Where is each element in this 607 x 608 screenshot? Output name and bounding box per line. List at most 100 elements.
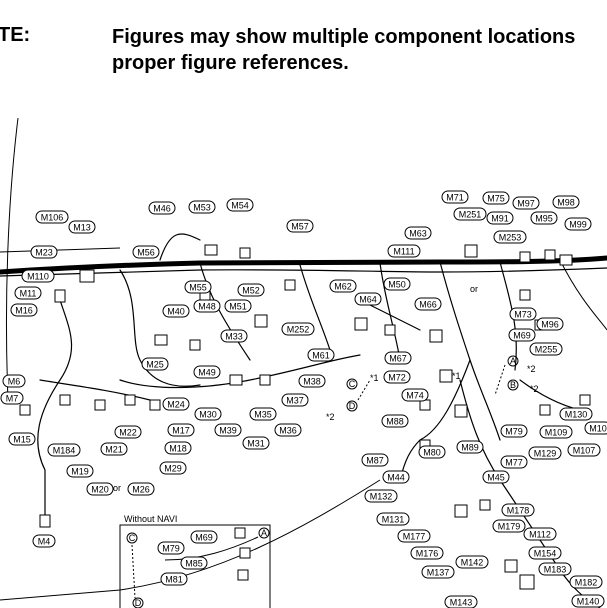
- label-capsule: [493, 230, 527, 244]
- circle-c-text: C: [349, 379, 356, 389]
- label-capsule: [528, 546, 562, 560]
- label-text: M109: [545, 428, 568, 438]
- label-text: M81: [165, 575, 183, 585]
- connector-label: M95: [530, 211, 558, 225]
- connector-label: M11: [14, 286, 42, 300]
- label-capsule: [410, 546, 444, 560]
- label-capsule: [383, 277, 411, 291]
- label-text: M37: [286, 396, 304, 406]
- connector-label: M62: [329, 279, 357, 293]
- label-capsule: [404, 226, 432, 240]
- label-capsule: [509, 307, 537, 321]
- connector-label: M61: [307, 348, 335, 362]
- label-capsule: [528, 446, 562, 460]
- label-capsule: [387, 244, 421, 258]
- label-capsule: [529, 342, 563, 356]
- connector-label: M39: [214, 423, 242, 437]
- label-text: M73: [514, 310, 532, 320]
- connector-label: M109: [539, 425, 573, 439]
- connector-label: M21: [100, 442, 128, 456]
- connector-label: M51: [224, 299, 252, 313]
- label-text: M21: [105, 445, 123, 455]
- connector-label: M140: [571, 594, 605, 608]
- label-text: M96: [541, 320, 559, 330]
- connector-label: M31: [242, 436, 270, 450]
- connector-label: M79: [500, 424, 528, 438]
- label-capsule: [281, 393, 309, 407]
- label-text: M64: [359, 295, 377, 305]
- connector-label: M179: [492, 519, 526, 533]
- label-capsule: [35, 210, 69, 224]
- label-capsule: [68, 220, 96, 234]
- label-text: M13: [73, 223, 91, 233]
- label-text: M30: [199, 410, 217, 420]
- connector-label: M89: [456, 440, 484, 454]
- label-capsule: [571, 594, 605, 608]
- label-capsule: [164, 441, 192, 455]
- label-text: M112: [529, 530, 551, 540]
- label-capsule: [364, 489, 398, 503]
- inset-circle-d: D: [135, 598, 142, 608]
- connector-label: M38: [298, 374, 326, 388]
- connector-label: M64: [354, 292, 382, 306]
- connector-label: M26: [127, 482, 155, 496]
- label-text: M69: [195, 533, 213, 543]
- connector-label: M40: [162, 304, 190, 318]
- connector-label: M177: [397, 529, 431, 543]
- label-text: M85: [185, 559, 203, 569]
- connector-label: M49: [193, 365, 221, 379]
- or-text: or: [470, 284, 478, 294]
- label-text: M183: [544, 565, 567, 575]
- label-text: M132: [370, 492, 393, 502]
- connectors: [19, 244, 591, 590]
- label-capsule: [162, 397, 190, 411]
- connector-label: M69: [190, 530, 218, 544]
- label-capsule: [162, 304, 190, 318]
- label-capsule: [184, 280, 212, 294]
- label-text: M177: [403, 532, 426, 542]
- label-capsule: [132, 245, 160, 259]
- connector-label: M131: [376, 512, 410, 526]
- star-note: *2: [326, 412, 335, 422]
- connector-label: M106: [35, 210, 69, 224]
- label-capsule: [500, 455, 528, 469]
- label-text: M129: [534, 449, 557, 459]
- label-text: M71: [446, 193, 464, 203]
- connector-label: M66: [414, 297, 442, 311]
- label-capsule: [538, 562, 572, 576]
- label-text: M10: [589, 424, 607, 434]
- note-text: Figures may show multiple component loca…: [112, 24, 575, 76]
- label-text: M255: [535, 345, 558, 355]
- connector-label: M18: [164, 441, 192, 455]
- label-capsule: [249, 407, 277, 421]
- connector-label: M36: [274, 423, 302, 437]
- connector-label: M178: [501, 503, 535, 517]
- label-capsule: [486, 211, 514, 225]
- label-capsule: [127, 482, 155, 496]
- connector-label: M99: [564, 217, 592, 231]
- label-capsule: [2, 374, 26, 388]
- label-capsule: [397, 529, 431, 543]
- connector-label: M255: [529, 342, 563, 356]
- label-text: M98: [557, 198, 575, 208]
- connector-label: M88: [381, 414, 409, 428]
- connector-label: M97: [512, 196, 540, 210]
- label-capsule: [539, 425, 573, 439]
- connector-label: M53: [188, 200, 216, 214]
- label-capsule: [226, 198, 254, 212]
- label-text: M44: [387, 473, 405, 483]
- connector-label: M176: [410, 546, 444, 560]
- label-text: M51: [229, 302, 247, 312]
- connector-label: M74: [401, 388, 429, 402]
- label-capsule: [286, 219, 314, 233]
- connector-label: M75: [482, 191, 510, 205]
- label-capsule: [190, 530, 218, 544]
- connector-label: M54: [226, 198, 254, 212]
- label-text: M110: [27, 272, 49, 282]
- inset-circle-a: A: [261, 528, 267, 538]
- connector-label: M143: [444, 595, 478, 608]
- connector-label: M52: [237, 283, 265, 297]
- connector-label: M252: [281, 322, 315, 336]
- label-capsule: [0, 391, 24, 405]
- label-capsule: [193, 299, 221, 313]
